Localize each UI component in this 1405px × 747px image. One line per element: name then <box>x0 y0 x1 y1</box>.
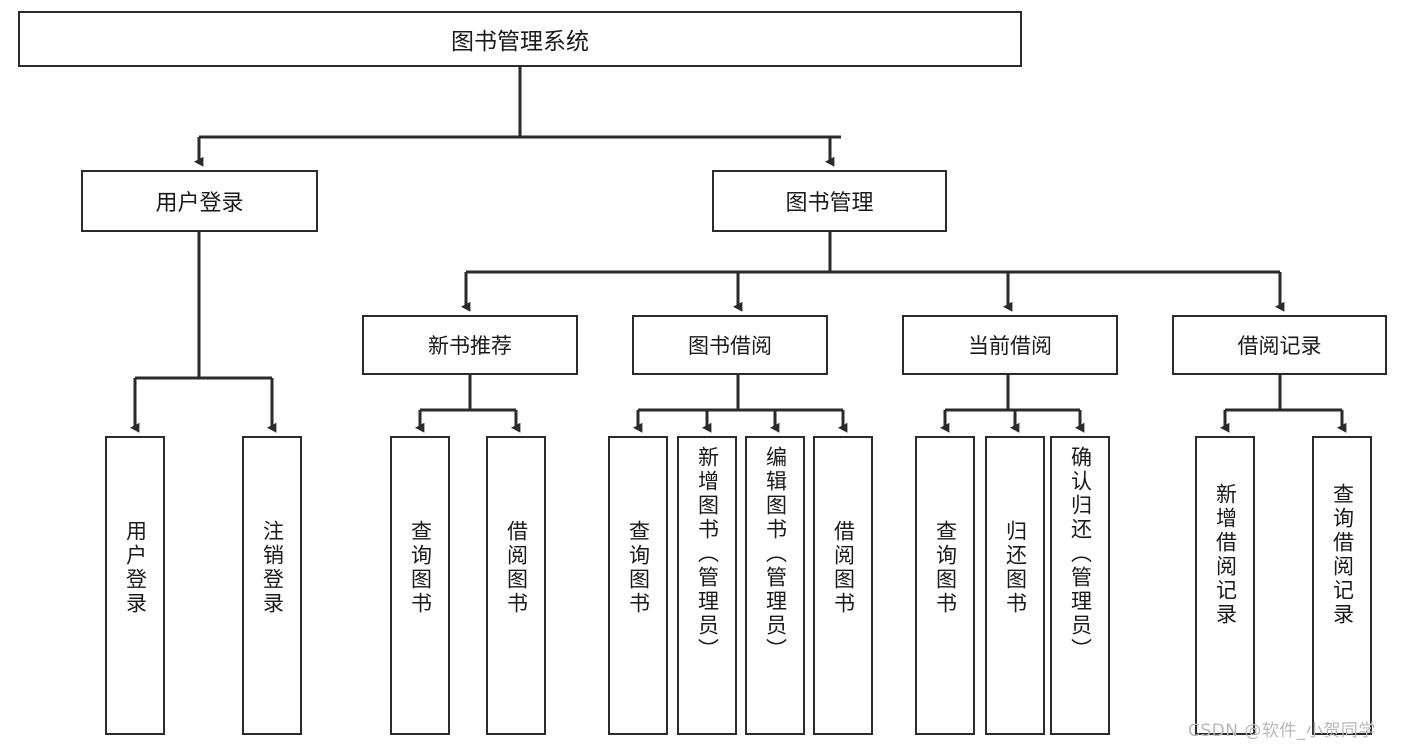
node-leaf-confirm-return-admin[interactable]: 确认归还（管理员） <box>1050 436 1110 735</box>
leaf-label: 借阅图书 <box>504 520 529 616</box>
leaf-label: 归还图书 <box>1003 520 1028 616</box>
leaf-label: 新增图书（管理员） <box>695 446 720 662</box>
node-borrow-record[interactable]: 借阅记录 <box>1172 315 1387 375</box>
node-book-manage[interactable]: 图书管理 <box>712 170 947 232</box>
node-leaf-borrow-book-2[interactable]: 借阅图书 <box>813 436 873 735</box>
node-leaf-borrow-book-1[interactable]: 借阅图书 <box>486 436 546 735</box>
node-leaf-user-login[interactable]: 用户登录 <box>105 436 165 735</box>
leaf-label: 查询图书 <box>408 520 433 616</box>
node-leaf-add-borrow-record[interactable]: 新增借阅记录 <box>1195 436 1255 735</box>
leaf-label: 查询图书 <box>933 520 958 616</box>
node-root[interactable]: 图书管理系统 <box>18 11 1022 67</box>
leaf-label: 编辑图书（管理员） <box>763 446 788 662</box>
node-new-book-recommend[interactable]: 新书推荐 <box>362 315 578 375</box>
node-current-borrow[interactable]: 当前借阅 <box>902 315 1118 375</box>
node-leaf-query-book-1[interactable]: 查询图书 <box>390 436 450 735</box>
node-leaf-query-book-2[interactable]: 查询图书 <box>608 436 668 735</box>
leaf-label: 注销登录 <box>260 520 285 616</box>
node-leaf-query-borrow-record[interactable]: 查询借阅记录 <box>1312 436 1372 735</box>
leaf-label: 查询借阅记录 <box>1330 483 1355 627</box>
node-leaf-edit-book-admin[interactable]: 编辑图书（管理员） <box>745 436 805 735</box>
leaf-label: 用户登录 <box>123 520 148 616</box>
watermark-credit: CSDN @软件_小贺同学 <box>1188 721 1376 741</box>
node-book-borrow[interactable]: 图书借阅 <box>632 315 828 375</box>
node-user-login[interactable]: 用户登录 <box>81 170 318 232</box>
node-leaf-user-logout[interactable]: 注销登录 <box>242 436 302 735</box>
node-leaf-query-book-3[interactable]: 查询图书 <box>915 436 975 735</box>
leaf-label: 借阅图书 <box>831 520 856 616</box>
leaf-label: 查询图书 <box>626 520 651 616</box>
leaf-label: 新增借阅记录 <box>1213 483 1238 627</box>
node-leaf-add-book-admin[interactable]: 新增图书（管理员） <box>677 436 737 735</box>
leaf-label: 确认归还（管理员） <box>1068 446 1093 662</box>
node-leaf-return-book[interactable]: 归还图书 <box>985 436 1045 735</box>
